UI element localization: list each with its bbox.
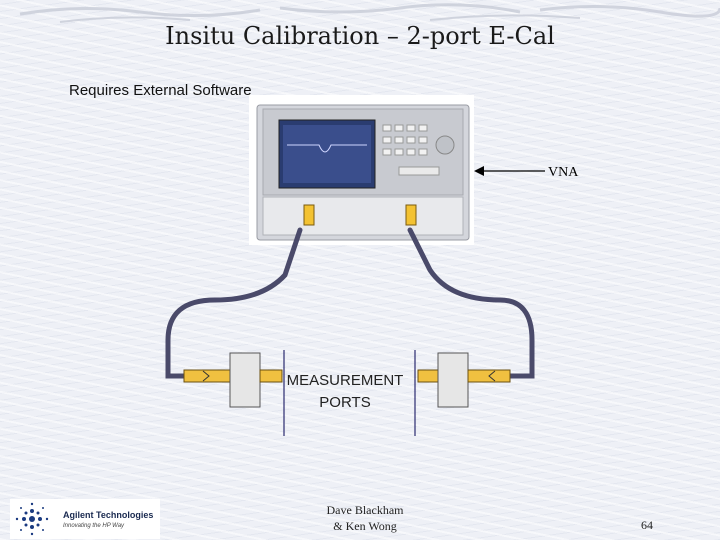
vna-drawing bbox=[256, 104, 470, 241]
right-port-block bbox=[437, 352, 469, 408]
footer-author: Dave Blackham & Ken Wong bbox=[300, 502, 430, 534]
measurement-ports-label: MEASUREMENT PORTS bbox=[270, 370, 420, 414]
vna-instrument-image bbox=[249, 95, 474, 245]
author-line1: Dave Blackham bbox=[326, 503, 404, 517]
left-connector bbox=[183, 369, 231, 383]
agilent-spark-icon bbox=[15, 502, 49, 536]
ports-label-line1: MEASUREMENT bbox=[286, 372, 404, 389]
right-cable bbox=[407, 227, 535, 379]
page-number: 64 bbox=[641, 518, 653, 532]
left-cable bbox=[165, 227, 303, 379]
vna-label: VNA bbox=[548, 165, 579, 180]
author-line2: & Ken Wong bbox=[333, 519, 397, 533]
left-port-block bbox=[229, 352, 261, 408]
logo-tagline: Innovating the HP Way bbox=[63, 523, 125, 529]
ports-label-line2: PORTS bbox=[319, 394, 371, 411]
logo-company-name: Agilent Technologies bbox=[63, 510, 154, 520]
slide-title: Insitu Calibration – 2-port E-Cal bbox=[165, 22, 555, 50]
company-logo: Agilent Technologies Innovating the HP W… bbox=[10, 499, 160, 539]
subtitle: Requires External Software bbox=[69, 82, 252, 99]
